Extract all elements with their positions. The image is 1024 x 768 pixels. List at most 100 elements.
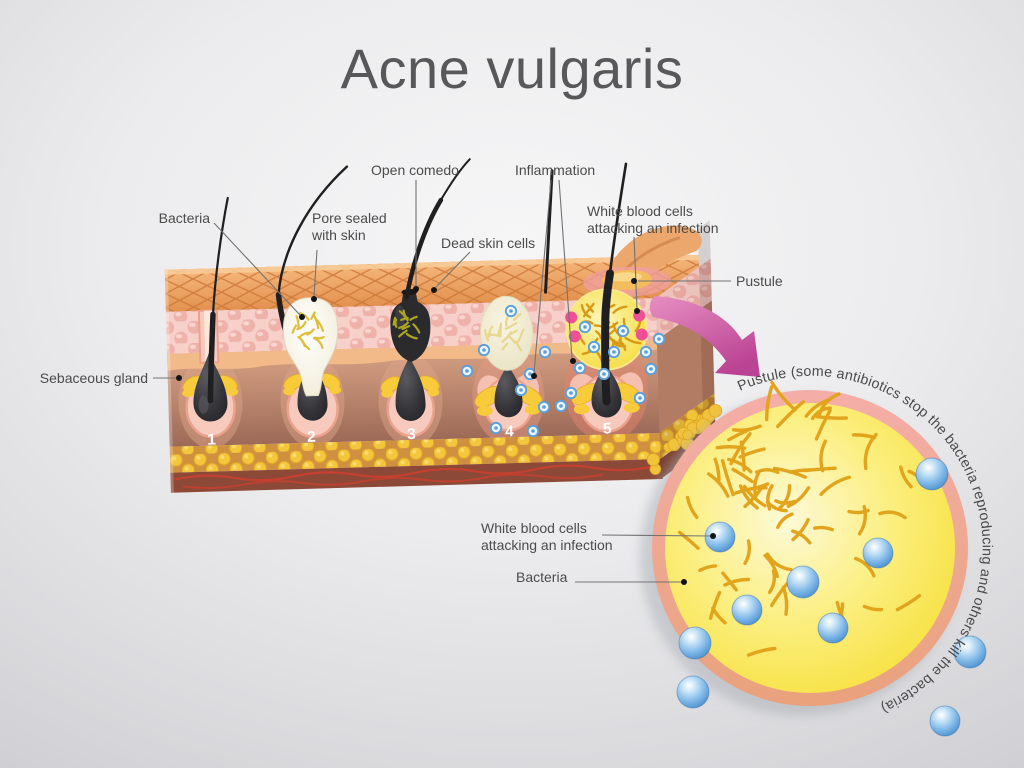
white-blood-cell-ring-center — [649, 367, 653, 371]
white-blood-cell-sphere — [786, 565, 820, 599]
bacteria-rod — [512, 312, 522, 322]
white-blood-cell-ring-center — [559, 404, 563, 408]
hair-shaft — [207, 311, 216, 404]
fat-globule — [682, 429, 693, 441]
white-blood-cell-sphere — [953, 635, 987, 669]
bacteria-rod — [487, 333, 501, 337]
bacteria-rod — [743, 486, 764, 509]
follicle-stage-2 — [275, 165, 349, 438]
white-blood-cell-ring-center — [569, 391, 573, 395]
bacteria-rod — [731, 467, 754, 484]
bacteria-rod — [624, 336, 642, 345]
bacteria-rod — [291, 324, 298, 334]
white-blood-cell-ring-center — [542, 405, 546, 409]
bacteria-rod — [895, 594, 922, 612]
label-dead-skin-cells: Dead skin cells — [441, 235, 536, 251]
bacteria-rod — [804, 398, 831, 418]
bacteria-rod — [298, 312, 310, 321]
bacteria-rod — [582, 302, 595, 318]
bacteria-rod — [392, 316, 397, 326]
bacteria-rod — [402, 309, 409, 321]
white-blood-cell-ring-center — [482, 348, 486, 352]
white-blood-cell-rings — [460, 304, 666, 438]
bacteria-rod — [763, 553, 779, 578]
bacteria-rod — [297, 335, 306, 348]
stage-number-1: 1 — [207, 431, 216, 448]
white-blood-cell-ring-center — [578, 366, 582, 370]
bacteria-rod — [786, 486, 811, 508]
white-blood-cell-ring-center — [519, 388, 523, 392]
bacteria-rod — [497, 322, 503, 335]
bacteria-rod — [517, 328, 525, 343]
fat-layer — [169, 432, 663, 473]
bacteria-rod — [501, 342, 509, 351]
white-blood-cell-ring-center — [531, 429, 535, 433]
bacteria-rod — [738, 484, 759, 510]
white-blood-cell-ring-center — [583, 325, 587, 329]
bacteria-rod — [854, 556, 876, 578]
bacteria-rod — [819, 475, 851, 496]
pustule-inset: Pustule (some antibiotics stop the bacte… — [640, 364, 995, 737]
bacteria-rod — [315, 318, 324, 332]
bacteria-rod — [507, 329, 519, 337]
bacteria-rod — [612, 305, 628, 314]
bacteria-rod — [298, 331, 311, 339]
label-open-comedo: Open comedo — [371, 162, 459, 178]
bacteria-rod — [401, 324, 411, 331]
bacteria-rod — [746, 646, 777, 657]
bacteria-rod — [514, 340, 523, 352]
leader-dots — [176, 278, 716, 585]
bacteria-rod — [727, 457, 753, 474]
white-blood-cell-spheres — [676, 457, 987, 737]
bacteria-rod — [770, 581, 790, 608]
sealed-pore-whitehead — [282, 297, 339, 397]
bacteria-rod — [723, 577, 751, 587]
follicle-stage-5 — [565, 162, 672, 433]
bacteria-rod — [504, 321, 518, 330]
white-blood-cell-ring-center — [543, 350, 547, 354]
label-inset-bacteria: Bacteria — [516, 569, 568, 585]
bacteria-rod — [791, 518, 810, 542]
white-blood-cell-ring-center — [638, 396, 642, 400]
white-blood-cell-ring-center — [612, 350, 616, 354]
white-blood-cell-sphere — [678, 626, 712, 660]
zoom-arrow-icon — [649, 296, 760, 377]
bacteria-rod — [862, 604, 884, 612]
bacteria-rod — [744, 482, 770, 492]
bacteria-rod — [788, 468, 812, 474]
bacteria-rod — [398, 329, 408, 338]
white-blood-cell-ring-center — [644, 350, 648, 354]
white-blood-cell-sphere — [862, 537, 894, 569]
bacteria-rod — [398, 321, 409, 330]
stage-number-4: 4 — [505, 423, 514, 440]
bacteria-rod — [813, 525, 834, 532]
bacteria-rod — [863, 432, 878, 471]
bacteria-rod — [765, 552, 793, 572]
bacteria-rod — [296, 320, 307, 331]
bacteria-rod — [776, 400, 805, 429]
bacteria-rod — [767, 569, 777, 594]
label-pustule: Pustule — [736, 273, 783, 289]
white-blood-cell-sphere — [817, 612, 849, 644]
bacteria-rod — [580, 303, 592, 319]
bacteria-rod — [770, 380, 797, 412]
bacteria-rod — [306, 328, 315, 336]
hair-shaft — [404, 197, 444, 300]
white-blood-cell-ring-center — [465, 369, 469, 373]
white-blood-cell-ring-center — [602, 372, 606, 376]
white-blood-cell-sphere — [676, 675, 710, 709]
bacteria-rod — [312, 314, 320, 330]
hair-shaft — [544, 169, 554, 294]
bacteria-rod — [727, 428, 750, 442]
label-bacteria: Bacteria — [158, 210, 210, 226]
bacteria-rod — [819, 439, 828, 473]
bacteria-rod — [766, 484, 774, 511]
bacteria-rod — [677, 530, 700, 550]
bacteria-cluster — [392, 309, 421, 340]
fat-globule — [708, 404, 723, 418]
white-blood-cell-ring-center — [592, 345, 596, 349]
label-sebaceous-gland: Sebaceous gland — [39, 370, 148, 386]
bacteria-rod — [743, 539, 751, 565]
white-blood-cell-ring-center — [621, 329, 625, 333]
